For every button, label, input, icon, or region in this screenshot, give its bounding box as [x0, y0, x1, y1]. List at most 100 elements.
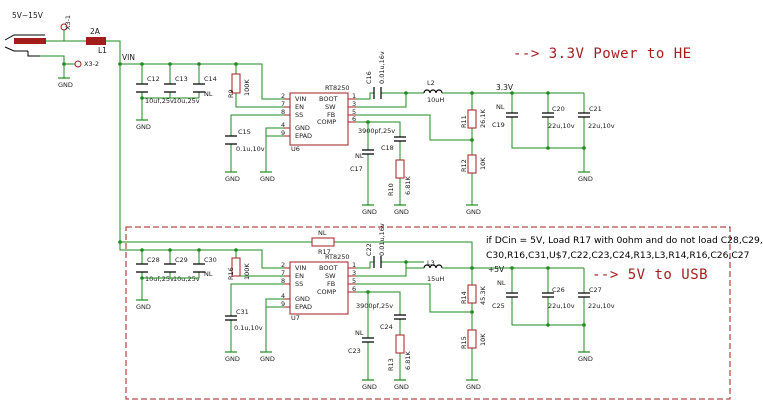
- bottom-input-caps: C28 10uf,25v C29 10u,25v C30 NL GND: [136, 248, 217, 311]
- c13-ref: C13: [175, 75, 188, 83]
- r17-ref: R17: [318, 248, 331, 256]
- top-output-caps: NL C19 C20 22u,10v C21 22u,10v GND: [492, 91, 615, 183]
- c15-ref: C15: [238, 128, 251, 136]
- r11-value: 26.1K: [479, 109, 487, 128]
- u6-n4: 4: [281, 121, 285, 129]
- input-voltage-label: 5V~15V: [12, 11, 44, 20]
- c17-ref: C17: [350, 165, 363, 173]
- u7-n9: 9: [281, 300, 285, 308]
- u7-pin-fb: FB: [327, 280, 335, 288]
- vin-net-label: VIN: [122, 53, 135, 62]
- r13-value: 6.81K: [404, 351, 412, 370]
- r12-ref: R12: [460, 159, 468, 172]
- c20-ref: C20: [552, 105, 565, 113]
- top-c15: C15 0.1u,10v GND: [225, 114, 284, 183]
- u7-n5: 5: [352, 277, 356, 285]
- u7-pin-en: EN: [295, 272, 304, 280]
- top-divider: R11 26.1K R12 10K GND: [356, 93, 487, 216]
- r16-value: 100K: [243, 263, 251, 280]
- comp-cap-value: 3900pf,25v: [358, 127, 395, 135]
- u6-n9: 9: [281, 129, 285, 137]
- bottom-r16: R16 100K: [227, 248, 284, 280]
- r15-value: 10K: [479, 333, 487, 346]
- optional-5v-region: [125, 226, 731, 400]
- dc-jack-pin: [14, 38, 46, 44]
- c29-value: 10u,25v: [173, 275, 200, 283]
- c28-ref: C28: [147, 256, 160, 264]
- dcin-note-line1: if DCin = 5V, Load R17 with 0ohm and do …: [486, 235, 763, 246]
- u6-pin-sw: SW: [325, 103, 336, 111]
- top-input-caps: C12 10uf,25v C13 10u,25v C14 NL GND: [136, 62, 217, 131]
- c23-gnd: GND: [362, 383, 377, 391]
- l3-value: 15uH: [427, 275, 444, 283]
- u6-n1: 1: [352, 92, 356, 100]
- u7-ref: U7: [291, 314, 300, 322]
- r10-gnd: GND: [394, 208, 409, 216]
- u6-n2: 2: [281, 92, 285, 100]
- r9-value: 100K: [243, 79, 251, 96]
- top-c16: C16 0.01u,16v: [356, 51, 424, 108]
- r14-ref: R14: [460, 291, 468, 304]
- top-r9: R9 100K: [227, 62, 284, 108]
- u7-n4: 4: [281, 292, 285, 300]
- c15-value: 0.1u,10v: [236, 145, 265, 153]
- r11-ref: R11: [460, 115, 468, 128]
- c21-value: 22u,10v: [588, 122, 615, 130]
- u6-pin-ss: SS: [295, 111, 303, 119]
- top-comp: 3900pf,25v C18 R10 6.81K NL C17 GND GND: [350, 120, 412, 216]
- u6-pin-vin: VIN: [295, 95, 306, 103]
- top-regulator: C12 10uf,25v C13 10u,25v C14 NL GND R9 1…: [118, 46, 691, 216]
- r14-value: 45.3K: [479, 286, 487, 305]
- c30-ref: C30: [204, 256, 217, 264]
- c22-ref: C22: [365, 243, 373, 256]
- bottom-c31: C31 0.1u,10v GND: [225, 283, 284, 363]
- c25-ref: C25: [492, 302, 505, 310]
- c12-ref: C12: [147, 75, 160, 83]
- net-5v: +5V: [488, 265, 505, 274]
- c21-ref: C21: [589, 105, 602, 113]
- c22-value: 0.01u,16v: [378, 223, 386, 256]
- annotation-3v3: --> 3.3V Power to HE: [513, 46, 692, 62]
- bottom-output-caps: NL C25 C26 22u,10v C27 22u,10v GND: [492, 266, 615, 363]
- u7-n8: 8: [281, 277, 285, 285]
- u6-pin-fb: FB: [327, 111, 335, 119]
- inductor-l1-label: L1: [98, 46, 107, 55]
- r13-ref: R13: [387, 358, 395, 371]
- x3-2-terminal: [74, 60, 82, 68]
- r10-ref: R10: [387, 183, 395, 196]
- r15-ref: R15: [460, 336, 468, 349]
- u7-pin-gnd: GND: [295, 295, 310, 303]
- c15-gnd: GND: [225, 175, 240, 183]
- c27-value: 22u,10v: [588, 302, 615, 310]
- c14-value: NL: [204, 90, 213, 98]
- u7-part: RT8250: [325, 253, 350, 261]
- c31-value: 0.1u,10v: [234, 324, 263, 332]
- u7-pin-vin: VIN: [295, 264, 306, 272]
- bottom-vin-rail: [120, 241, 473, 268]
- u6-ref: U6: [291, 145, 300, 153]
- bottom-l3: L3 15uH +5V: [405, 259, 584, 283]
- dcin-note-line2: C30,R16,C31,U$7,C22,C23,C24,R13,L3,R14,R…: [486, 250, 750, 261]
- bottom-c22: C22 0.01u,16v: [356, 223, 424, 277]
- top-cin-gnd: GND: [136, 123, 151, 131]
- c23-value: NL: [355, 329, 364, 337]
- c24-ref: C24: [380, 323, 393, 331]
- u6-right-pins: BOOT SW FB COMP 1 3 5 6: [317, 92, 356, 126]
- c23-ref: C23: [348, 347, 361, 355]
- x3-1-terminal: [60, 23, 68, 31]
- u7-left-pins: VIN EN SS GND EPAD 2 7 8 4 9: [281, 261, 312, 311]
- dc-jack-body: [4, 34, 45, 41]
- u7-n3: 3: [352, 269, 356, 277]
- c26-ref: C26: [552, 286, 565, 294]
- u7-n1: 1: [352, 261, 356, 269]
- bottom-divider: R14 45.3K R15 10K GND: [356, 268, 487, 391]
- ic-u7: RT8250 U7 VIN EN SS GND EPAD 2 7 8 4 9 B…: [281, 253, 356, 322]
- u6-n6: 6: [352, 115, 356, 123]
- bottom-cin-gnd: GND: [136, 303, 151, 311]
- fuse-l1: [86, 37, 106, 45]
- c29-ref: C29: [175, 256, 188, 264]
- c26-value: 22u,10v: [548, 302, 575, 310]
- comp2-cap-value: 3900pf,25v: [356, 302, 393, 310]
- c13-value: 10u,25v: [173, 97, 200, 105]
- c17-value: NL: [355, 152, 364, 160]
